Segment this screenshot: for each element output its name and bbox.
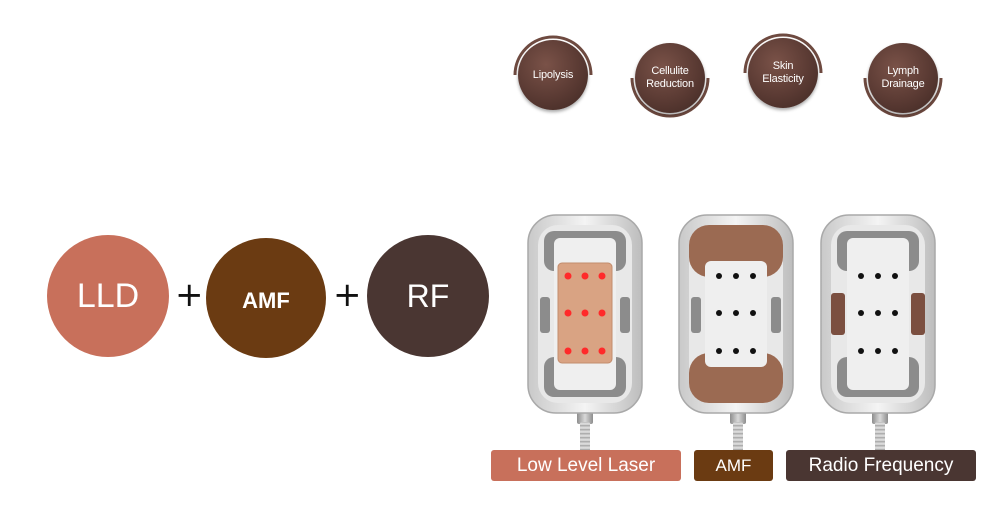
- combo-amf: AMF: [206, 238, 326, 358]
- combo-label: AMF: [242, 288, 290, 313]
- benefit-disc: Cellulite Reduction: [635, 43, 705, 113]
- benefit-skin-elasticity: Skin Elasticity: [733, 23, 833, 123]
- benefit-ring: [743, 33, 823, 74]
- benefit-lymph-drainage: Lymph Drainage: [853, 28, 953, 128]
- label-text: AMF: [715, 455, 752, 475]
- benefit-disc: Lymph Drainage: [868, 43, 938, 113]
- cable-connector: [577, 412, 593, 424]
- cable: [580, 422, 590, 452]
- benefit-label: Lymph Drainage: [881, 65, 925, 90]
- benefit-ring: [863, 77, 943, 118]
- benefit-disc: Skin Elasticity: [748, 38, 818, 108]
- device-amf-illustration: [678, 214, 794, 414]
- benefit-disc: Lipolysis: [518, 40, 588, 110]
- cable-connector: [730, 412, 746, 424]
- label-text: Radio Frequency: [808, 454, 954, 476]
- benefit-ring: [513, 35, 593, 76]
- benefit-cellulite-reduction: Cellulite Reduction: [620, 28, 720, 128]
- plus-sign: +: [175, 275, 204, 315]
- device-low-level-laser: [526, 213, 644, 415]
- cable: [733, 422, 743, 452]
- device-laser-illustration: [527, 214, 643, 414]
- benefit-lipolysis: Lipolysis: [503, 25, 603, 125]
- combo-rf: RF: [367, 235, 489, 357]
- device-amf: [677, 213, 795, 415]
- label-text: Low Level Laser: [516, 454, 656, 476]
- combo-lld: LLD: [47, 235, 169, 357]
- cable: [875, 422, 885, 452]
- combo-label: RF: [406, 277, 450, 314]
- benefit-ring: [630, 77, 710, 118]
- device-rf-illustration: [820, 214, 936, 414]
- plus-sign: +: [333, 275, 362, 315]
- label-low-level-laser: Low Level Laser: [491, 450, 681, 481]
- benefit-label: Lipolysis: [532, 68, 574, 81]
- cable-connector: [872, 412, 888, 424]
- combo-label: LLD: [76, 276, 140, 315]
- device-radio-frequency: [819, 213, 937, 415]
- benefit-label: Cellulite Reduction: [646, 65, 694, 90]
- benefit-label: Skin Elasticity: [762, 60, 804, 85]
- label-radio-frequency: Radio Frequency: [786, 450, 976, 481]
- label-amf: AMF: [694, 450, 773, 481]
